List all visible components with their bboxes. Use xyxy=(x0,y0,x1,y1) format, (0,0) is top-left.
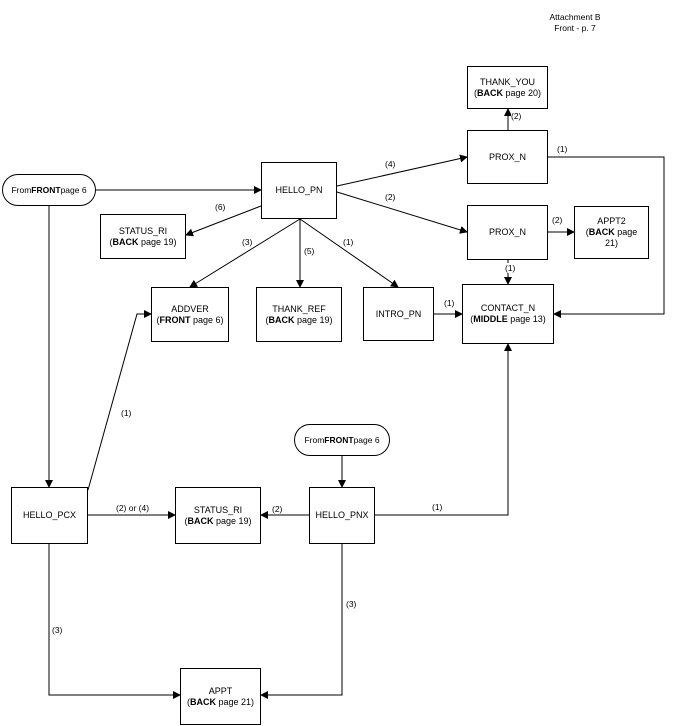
edge-label-pn-thankref: (5) xyxy=(304,246,315,256)
status-ri-bottom-ref: (BACK page 19) xyxy=(184,515,252,526)
prox-n-top-title: PROX_N xyxy=(488,151,526,162)
prox-n-top-node: PROX_N xyxy=(467,130,548,184)
addver-ref: (FRONT page 6) xyxy=(156,314,224,325)
hello-pcx-title: HELLO_PCX xyxy=(22,510,77,520)
edge-pcx-addver xyxy=(87,310,152,491)
status-ri-top-title: STATUS_RI xyxy=(118,225,168,236)
from-front-prefix: From xyxy=(11,185,32,195)
appt-node: APPT (BACK page 21) xyxy=(180,668,261,725)
edge-hellopn-proxtop xyxy=(336,154,468,187)
edge-label-proxmid-contact: (1) xyxy=(505,263,516,273)
from-front-mid-prefix: From xyxy=(304,435,325,445)
thank-you-title: THANK_YOU xyxy=(479,76,535,87)
contact-n-node: CONTACT_N (MIDDLE page 13) xyxy=(462,284,554,344)
contact-n-title: CONTACT_N xyxy=(480,303,536,313)
from-front-suffix: page 6 xyxy=(60,185,87,195)
edge-hellopn-intropn xyxy=(299,218,399,288)
edge-label-pcx-appt: (3) xyxy=(52,625,63,635)
hello-pn-node: HELLO_PN xyxy=(261,162,337,219)
hello-pnx-node: HELLO_PNX xyxy=(309,487,375,544)
hello-pcx-node: HELLO_PCX xyxy=(11,487,88,544)
intro-pn-node: INTRO_PN xyxy=(363,287,434,341)
edge-label-pcx-statusri: (2) or (4) xyxy=(116,503,150,513)
edge-label-pn-proxmid: (2) xyxy=(385,192,396,202)
edge-label-pn-addver: (3) xyxy=(242,237,253,247)
appt2-node: APPT2 (BACK page 21) xyxy=(574,206,649,259)
attachment-header: Attachment B Front - p. 7 xyxy=(535,12,615,34)
edge-label-proxtop-thankyou: (2) xyxy=(511,111,522,121)
edge-pnx-contactn xyxy=(375,343,512,516)
contact-n-ref: (MIDDLE page 13) xyxy=(470,314,546,324)
addver-node: ADDVER (FRONT page 6) xyxy=(151,287,229,342)
addver-title: ADDVER xyxy=(171,303,209,314)
edge-hellopn-addver xyxy=(189,218,301,288)
thank-ref-node: THANK_REF (BACK page 19) xyxy=(256,287,342,342)
hello-pn-title: HELLO_PN xyxy=(275,185,323,195)
thank-ref-ref: (BACK page 19) xyxy=(265,314,333,325)
edge-pcx-appt xyxy=(48,544,181,699)
edge-label-proxtop-contact: (1) xyxy=(557,144,568,154)
prox-n-mid-title: PROX_N xyxy=(488,227,526,237)
from-front-mid-node: From FRONT page 6 xyxy=(294,424,390,456)
edge-hellopn-proxmid xyxy=(336,191,468,234)
intro-pn-title: INTRO_PN xyxy=(375,308,422,319)
appt2-title: APPT2 xyxy=(597,216,626,226)
status-ri-top-node: STATUS_RI (BACK page 19) xyxy=(100,214,186,259)
status-ri-bottom-title: STATUS_RI xyxy=(193,504,243,515)
prox-n-mid-node: PROX_N xyxy=(467,205,548,260)
edge-label-pn-statusri: (6) xyxy=(215,202,226,212)
appt2-ref-page: 21) xyxy=(604,238,618,248)
appt-ref: (BACK page 21) xyxy=(186,696,255,707)
edge-label-pn-intro: (1) xyxy=(343,237,354,247)
edge-label-pnx-contact: (1) xyxy=(432,502,443,512)
status-ri-bottom-node: STATUS_RI (BACK page 19) xyxy=(175,487,261,544)
edge-label-pcx-addver: (1) xyxy=(121,408,132,418)
edge-hellopn-statusri xyxy=(185,205,262,237)
edge-proxtop-contactn xyxy=(548,156,665,318)
edge-label-proxmid-appt2: (2) xyxy=(552,215,563,225)
thank-ref-title: THANK_REF xyxy=(272,303,326,314)
from-front-bold: FRONT xyxy=(31,185,61,195)
thank-you-ref: (BACK page 20) xyxy=(473,87,542,98)
edge-label-pnx-statusri: (2) xyxy=(272,504,283,514)
edge-label-intro-contact: (1) xyxy=(444,298,455,308)
status-ri-top-ref: (BACK page 19) xyxy=(109,236,177,247)
edge-pnx-appt xyxy=(260,544,343,699)
from-front-mid-bold: FRONT xyxy=(324,435,354,445)
attachment-title: Attachment B xyxy=(549,12,601,22)
attachment-page: Front - p. 7 xyxy=(554,23,596,33)
edge-label-pnx-appt: (3) xyxy=(346,599,357,609)
thank-you-node: THANK_YOU (BACK page 20) xyxy=(467,66,548,109)
edge-label-pn-proxtop: (4) xyxy=(385,159,396,169)
from-front-top-node: From FRONT page 6 xyxy=(2,174,96,206)
hello-pnx-title: HELLO_PNX xyxy=(315,510,369,520)
from-front-mid-suffix: page 6 xyxy=(353,435,380,445)
appt-title: APPT xyxy=(208,685,233,696)
appt2-ref: (BACK page xyxy=(585,227,638,237)
